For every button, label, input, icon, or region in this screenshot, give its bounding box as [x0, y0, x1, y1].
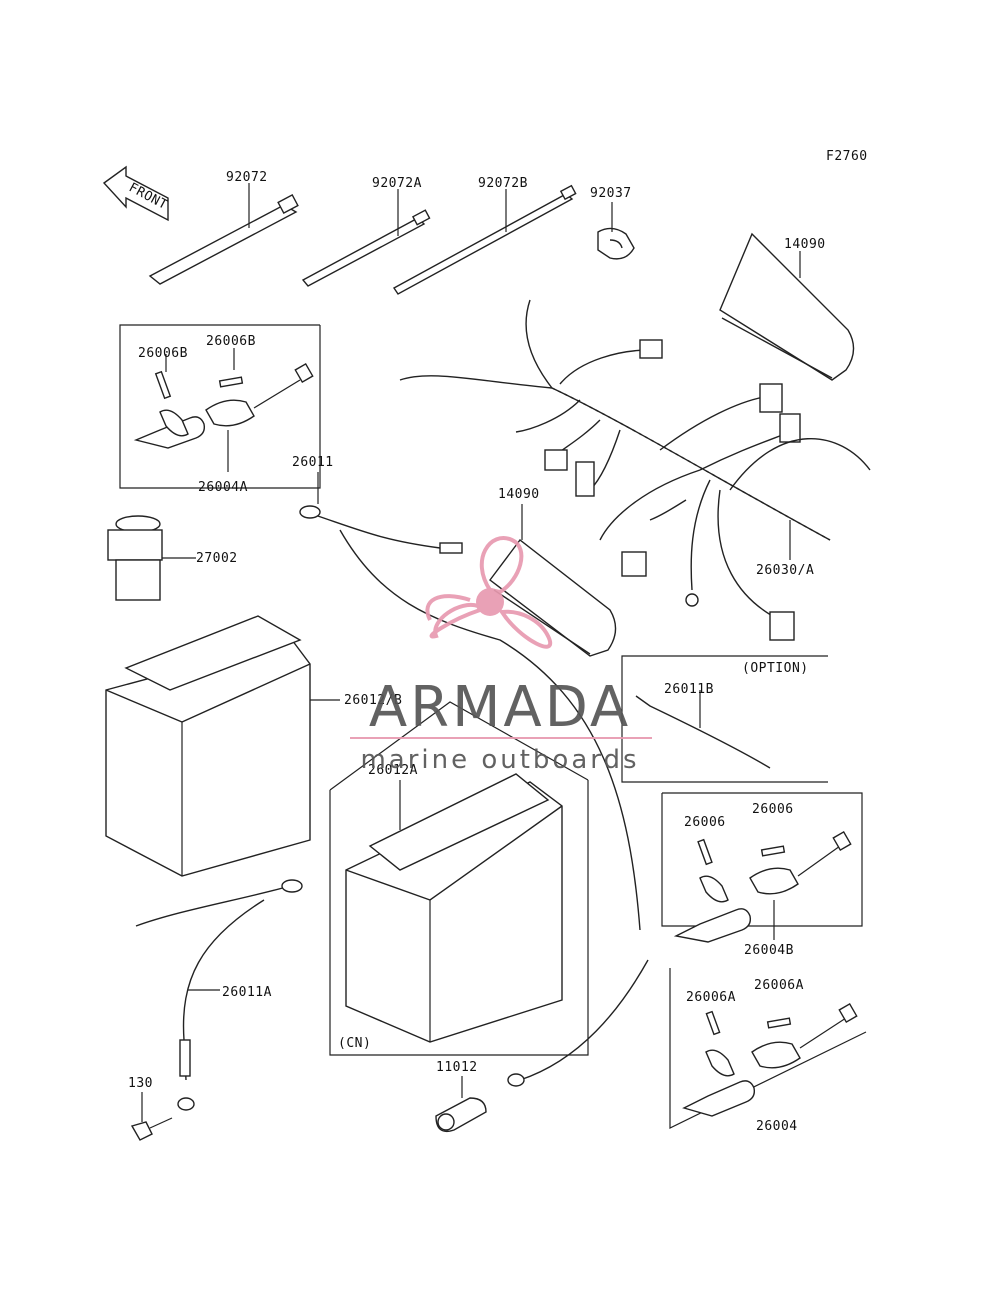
label-26006-2[interactable]: 26006	[752, 802, 794, 817]
watermark-tagline: marine outboards	[360, 745, 639, 775]
front-arrow-icon: FRONT	[102, 165, 170, 222]
relay-27002-icon	[107, 515, 196, 601]
label-14090-top[interactable]: 14090	[784, 237, 826, 252]
label-26006-1[interactable]: 26006	[684, 815, 726, 830]
watermark: ARMADA marine outboards	[350, 536, 652, 775]
part-labels: 92072 92072A 92072B 92037 14090 26006B 2…	[128, 170, 826, 1134]
clamp-92037-icon	[597, 202, 635, 260]
box-26004A	[119, 324, 321, 489]
box-26004	[669, 968, 867, 1129]
cable-26011A-icon	[135, 879, 303, 1111]
label-26006A-2[interactable]: 26006A	[754, 978, 804, 993]
cable-tie-92072A-icon	[301, 189, 431, 287]
terminal-11012-icon	[435, 959, 649, 1133]
label-26004B[interactable]: 26004B	[744, 943, 794, 958]
box-cn-26012A: (CN)	[329, 701, 589, 1056]
label-26012A[interactable]: 26012A	[368, 763, 418, 778]
option-label: (OPTION)	[742, 661, 809, 676]
label-26030A[interactable]: 26030/A	[756, 563, 814, 578]
label-11012[interactable]: 11012	[436, 1060, 478, 1075]
label-26004A[interactable]: 26004A	[198, 480, 248, 495]
watermark-brand: ARMADA	[369, 675, 631, 740]
label-92037[interactable]: 92037	[590, 186, 632, 201]
cable-26011-icon	[299, 472, 641, 931]
box-26004B	[661, 792, 863, 943]
label-26006B-1[interactable]: 26006B	[138, 346, 188, 361]
bolt-130-icon	[130, 1092, 173, 1141]
label-26011B[interactable]: 26011B	[664, 682, 714, 697]
figure-code: F2760	[826, 149, 868, 164]
cable-tie-92072B-icon	[392, 184, 577, 295]
label-92072B[interactable]: 92072B	[478, 176, 528, 191]
label-26006B-2[interactable]: 26006B	[206, 334, 256, 349]
label-26012B[interactable]: 26012/B	[344, 693, 402, 708]
label-26011[interactable]: 26011	[292, 455, 334, 470]
label-92072[interactable]: 92072	[226, 170, 268, 185]
cover-14090-mid-icon	[489, 504, 617, 657]
propeller-logo-icon	[425, 536, 553, 649]
label-26006A-1[interactable]: 26006A	[686, 990, 736, 1005]
wiring-harness-26030A-icon	[399, 299, 871, 641]
label-92072A[interactable]: 92072A	[372, 176, 422, 191]
cover-14090-top-icon	[719, 232, 855, 381]
box-option-26011B: (OPTION)	[621, 655, 828, 783]
battery-26012B-icon	[105, 615, 340, 877]
label-27002[interactable]: 27002	[196, 551, 238, 566]
cable-tie-92072-icon	[148, 183, 299, 285]
label-26004[interactable]: 26004	[756, 1119, 798, 1134]
label-14090-mid[interactable]: 14090	[498, 487, 540, 502]
label-130[interactable]: 130	[128, 1076, 153, 1091]
cn-label: (CN)	[338, 1036, 371, 1051]
label-26011A[interactable]: 26011A	[222, 985, 272, 1000]
